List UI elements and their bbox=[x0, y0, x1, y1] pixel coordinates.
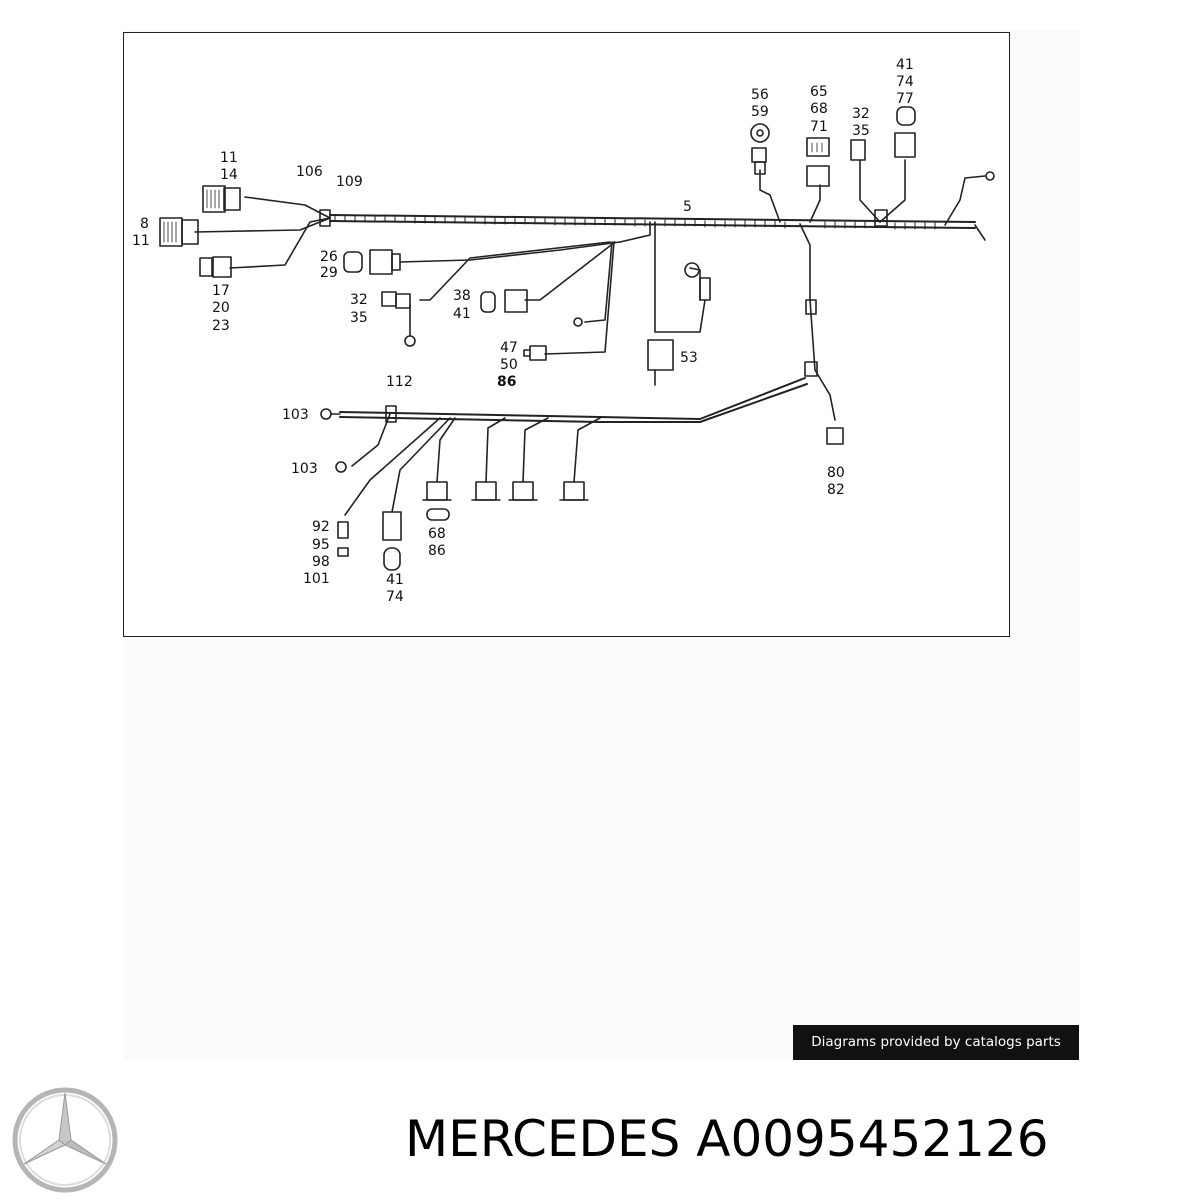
callout-labels: 11 14 8 11 17 20 23 106 109 26 29 32 35 … bbox=[132, 57, 914, 605]
label-41: 41 bbox=[453, 306, 471, 322]
label-38: 38 bbox=[453, 288, 471, 304]
label-74b: 74 bbox=[896, 74, 914, 90]
label-71: 71 bbox=[810, 119, 828, 135]
label-17: 17 bbox=[212, 283, 230, 299]
part-number: A0095452126 bbox=[696, 1110, 1049, 1168]
label-112: 112 bbox=[386, 374, 413, 390]
label-77: 77 bbox=[896, 91, 914, 107]
label-103b: 103 bbox=[291, 461, 318, 477]
label-109: 109 bbox=[336, 174, 363, 190]
mercedes-star-icon bbox=[12, 1087, 118, 1193]
label-56: 56 bbox=[751, 87, 769, 103]
label-68b: 68 bbox=[428, 526, 446, 542]
brand-name: MERCEDES bbox=[405, 1110, 681, 1168]
label-32a: 32 bbox=[350, 292, 368, 308]
label-35b: 35 bbox=[852, 123, 870, 139]
diagram-frame bbox=[123, 32, 1010, 637]
label-35a: 35 bbox=[350, 310, 368, 326]
label-23: 23 bbox=[212, 318, 230, 334]
label-86: 86 bbox=[497, 374, 516, 390]
label-59: 59 bbox=[751, 104, 769, 120]
label-98: 98 bbox=[312, 554, 330, 570]
label-5: 5 bbox=[683, 199, 692, 215]
label-74c: 74 bbox=[386, 589, 404, 605]
credit-badge: Diagrams provided by catalogs parts bbox=[793, 1025, 1079, 1060]
label-32b: 32 bbox=[852, 106, 870, 122]
label-50: 50 bbox=[500, 357, 518, 373]
label-92: 92 bbox=[312, 519, 330, 535]
label-20: 20 bbox=[212, 300, 230, 316]
label-86b: 86 bbox=[428, 543, 446, 559]
label-68: 68 bbox=[810, 101, 828, 117]
label-41c: 41 bbox=[386, 572, 404, 588]
label-95: 95 bbox=[312, 537, 330, 553]
label-8: 8 bbox=[140, 216, 149, 232]
label-14: 14 bbox=[220, 167, 238, 183]
label-82: 82 bbox=[827, 482, 845, 498]
label-41b: 41 bbox=[896, 57, 914, 73]
label-101: 101 bbox=[303, 571, 330, 587]
part-title: MERCEDES A0095452126 bbox=[405, 1110, 1049, 1168]
label-11: 11 bbox=[220, 150, 238, 166]
label-11b: 11 bbox=[132, 233, 150, 249]
label-80: 80 bbox=[827, 465, 845, 481]
label-47: 47 bbox=[500, 340, 518, 356]
label-106: 106 bbox=[296, 164, 323, 180]
label-53: 53 bbox=[680, 350, 698, 366]
label-29: 29 bbox=[320, 265, 338, 281]
label-65: 65 bbox=[810, 84, 828, 100]
label-103a: 103 bbox=[282, 407, 309, 423]
label-26: 26 bbox=[320, 249, 338, 265]
